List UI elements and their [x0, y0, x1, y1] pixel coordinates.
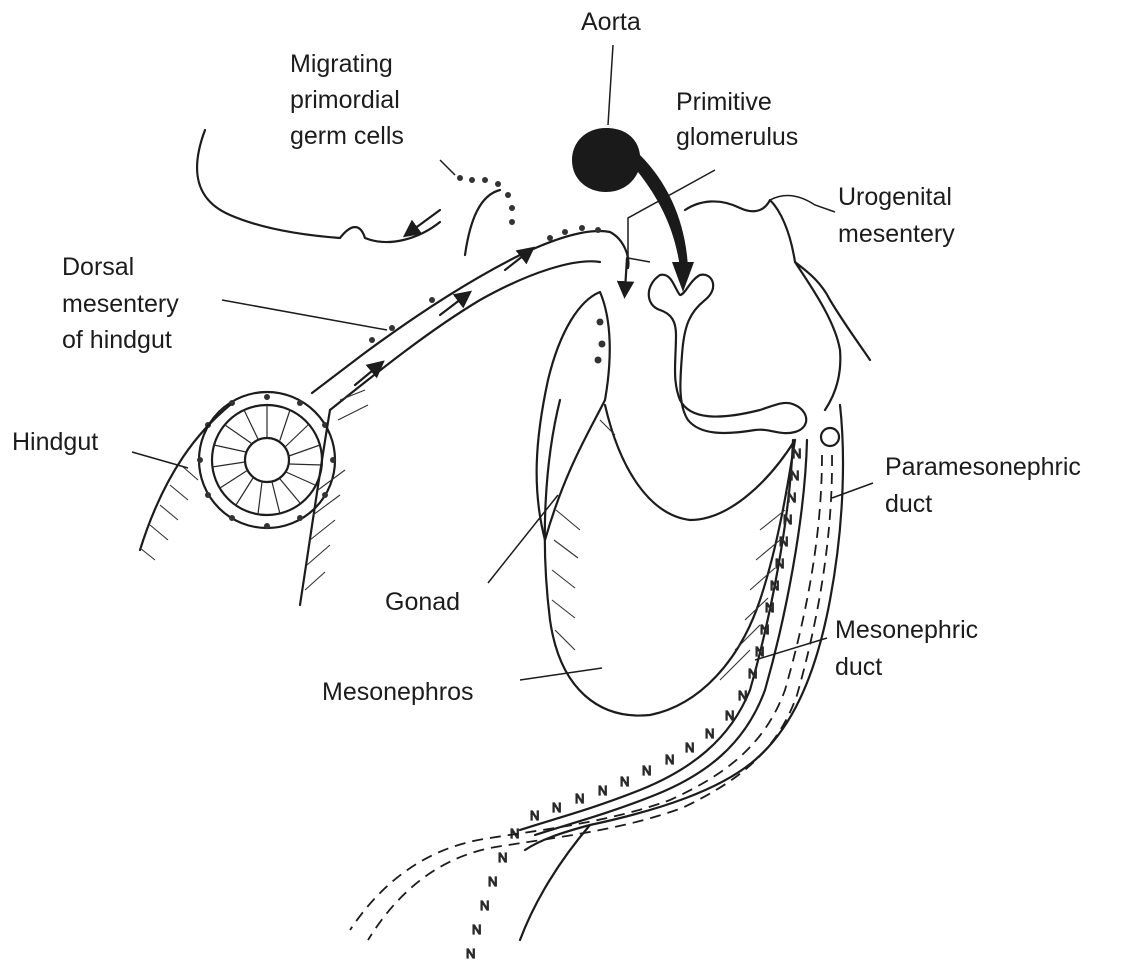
body-wall-hatching	[140, 390, 368, 590]
svg-text:N: N	[725, 708, 734, 723]
label-migrating-1: Migrating	[290, 50, 393, 78]
label-migrating-3: germ cells	[290, 122, 404, 150]
svg-text:N: N	[783, 512, 792, 527]
label-glomerulus-2: glomerulus	[676, 123, 798, 151]
label-dorsal-2: mesentery	[62, 290, 179, 318]
svg-text:N: N	[775, 556, 784, 571]
svg-text:N: N	[685, 740, 694, 755]
label-dorsal-1: Dorsal	[62, 253, 134, 281]
svg-text:N: N	[755, 644, 764, 659]
label-urogenital-1: Urogenital	[838, 183, 952, 211]
svg-text:N: N	[575, 791, 584, 806]
label-urogenital-2: mesentery	[838, 220, 955, 248]
label-mesonephric-2: duct	[835, 653, 882, 681]
label-dorsal-3: of hindgut	[62, 326, 172, 354]
svg-text:N: N	[748, 666, 757, 681]
mesonephros-hatching	[552, 420, 785, 680]
svg-text:N: N	[665, 752, 674, 767]
gonad	[537, 292, 610, 540]
svg-text:N: N	[792, 446, 801, 461]
label-mesonephric-1: Mesonephric	[835, 616, 978, 644]
mesonephric-duct: N N N N N N N N N N N N N N N N N N N N …	[466, 440, 807, 961]
svg-text:N: N	[530, 808, 539, 823]
label-mesonephros: Mesonephros	[322, 678, 473, 706]
svg-text:N: N	[480, 898, 489, 913]
svg-text:N: N	[760, 622, 769, 637]
svg-text:N: N	[598, 783, 607, 798]
mesonephros-upper-edge	[605, 405, 795, 520]
mesonephros	[545, 400, 795, 716]
label-hindgut: Hindgut	[12, 428, 98, 456]
svg-text:N: N	[779, 534, 788, 549]
dorsal-mesentery-lower-edge	[330, 261, 600, 410]
aorta	[572, 128, 688, 268]
label-gonad: Gonad	[385, 588, 460, 616]
svg-text:N: N	[488, 874, 497, 889]
paramesonephric-opening	[821, 428, 839, 446]
germ-cell-dots	[369, 175, 606, 364]
mesonephros-leader	[520, 668, 602, 680]
svg-text:N: N	[765, 600, 774, 615]
gonad-leader	[488, 495, 558, 583]
primitive-glomerulus	[649, 275, 807, 434]
svg-text:N: N	[738, 688, 747, 703]
svg-text:N: N	[787, 490, 796, 505]
paramesonephric-leader	[832, 483, 873, 498]
svg-text:N: N	[552, 800, 561, 815]
svg-text:N: N	[466, 946, 475, 961]
label-paramesonephric-2: duct	[885, 490, 932, 518]
svg-text:N: N	[642, 763, 651, 778]
migrating-leader	[440, 160, 455, 175]
svg-text:N: N	[770, 578, 779, 593]
body-wall-right	[300, 410, 330, 605]
urogenital-leader	[770, 195, 835, 212]
label-migrating-2: primordial	[290, 86, 400, 114]
svg-text:N: N	[620, 774, 629, 789]
svg-text:N: N	[498, 850, 507, 865]
label-aorta: Aorta	[581, 8, 641, 36]
dorsal-leader	[222, 300, 387, 330]
dorsal-mesentery	[312, 231, 628, 393]
svg-text:N: N	[705, 726, 714, 741]
label-glomerulus-1: Primitive	[676, 88, 772, 116]
svg-text:N: N	[472, 922, 481, 937]
hindgut-leader	[132, 452, 188, 468]
label-paramesonephric-1: Paramesonephric	[885, 453, 1081, 481]
aorta-leader	[608, 45, 613, 125]
migration-path-upper	[465, 190, 500, 255]
svg-text:N: N	[790, 468, 799, 483]
